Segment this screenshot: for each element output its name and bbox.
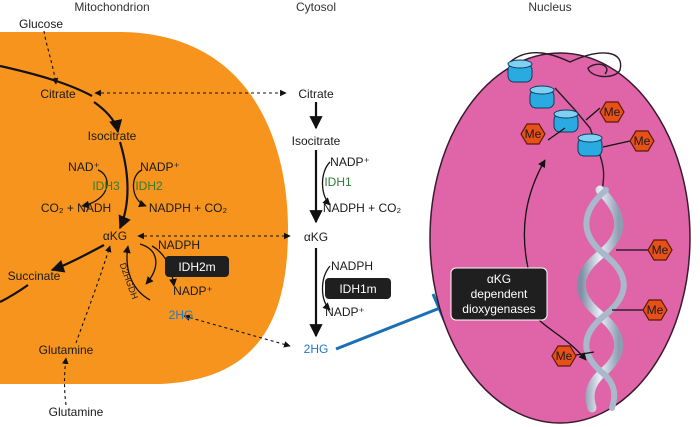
dioxygenase-line2: dependent xyxy=(471,287,528,301)
methyl-group: Me xyxy=(647,239,673,261)
mito-glutamine-label: Glutamine xyxy=(39,343,94,357)
mito-nadp2-label: NADP⁺ xyxy=(173,284,213,298)
cyto-idh1m-cofactor-arc xyxy=(321,265,331,311)
idh2m-arc xyxy=(139,243,157,285)
tca-arc-isocitrate-akg xyxy=(118,141,131,230)
nucleosome xyxy=(577,133,603,157)
dioxygenase-line3: dioxygenases xyxy=(462,302,535,316)
methyl-connector xyxy=(547,127,566,141)
mito-idh2-label: IDH2 xyxy=(135,179,163,193)
cyto-nadph-co2-label: NADPH + CO₂ xyxy=(323,201,402,215)
svg-text:Me: Me xyxy=(604,105,621,119)
header-mitochondrion: Mitochondrion xyxy=(74,0,149,14)
mito-glucose-label: Glucose xyxy=(19,17,63,31)
methyl-group: Me xyxy=(520,123,546,145)
mito-idh3-label: IDH3 xyxy=(92,179,120,193)
idh1m-enzyme-box: IDH1m xyxy=(325,278,391,299)
dna-strand-b xyxy=(583,187,627,411)
methyl-group: Me xyxy=(642,299,668,321)
header-cytosol: Cytosol xyxy=(296,0,336,14)
cyto-idh1m-label: IDH1m xyxy=(339,282,376,296)
header-nucleus: Nucleus xyxy=(528,0,571,14)
svg-text:Me: Me xyxy=(556,349,573,363)
nucleosome xyxy=(507,59,533,83)
methyl-group: Me xyxy=(551,345,577,367)
mito-nadp-label: NADP⁺ xyxy=(140,160,180,174)
tca-arc-lower xyxy=(0,284,29,303)
svg-text:Me: Me xyxy=(525,127,542,141)
mito-isocitrate-label: Isocitrate xyxy=(88,129,137,143)
cyto-citrate-label: Citrate xyxy=(298,87,334,101)
mito-2hg-label: 2HG xyxy=(169,308,194,322)
mito-co2-nadh-label: CO₂ + NADH xyxy=(41,201,111,215)
cyto-akg-label: αKG xyxy=(304,230,328,244)
cyto-idh1-cofactor-arc xyxy=(321,161,331,206)
cyto-nadp2-label: NADP⁺ xyxy=(325,305,365,319)
mito-idh2m-label: IDH2m xyxy=(178,260,215,274)
mito-nadph-label: NADPH xyxy=(158,238,200,252)
tca-arc-akg-succinate xyxy=(50,244,105,273)
methyl-group: Me xyxy=(599,101,625,123)
2hg-transport-arrow xyxy=(183,314,291,348)
methyl-group: Me xyxy=(629,130,655,152)
demethylation-arrow-histone xyxy=(523,159,546,269)
dna-strand-a xyxy=(576,185,624,413)
methyl-connector xyxy=(602,140,631,148)
idh2m-enzyme-box: IDH2m xyxy=(165,256,229,277)
mito-akg-label: αKG xyxy=(103,229,127,243)
akg-dioxygenases-box: αKG dependent dioxygenases xyxy=(450,267,548,321)
glutamine-inner-arrow xyxy=(75,245,112,344)
tca-arc-citrate-isocitrate xyxy=(93,101,123,134)
glutamine-outer-arrow xyxy=(62,357,69,406)
cyto-nadp-label: NADP⁺ xyxy=(330,155,370,169)
glucose-arrow xyxy=(43,30,59,85)
svg-text:Me: Me xyxy=(652,243,669,257)
mito-citrate-label: Citrate xyxy=(40,87,76,101)
chromatin-fiber xyxy=(509,51,622,191)
idh2-cofactor-arc xyxy=(132,169,147,208)
nucleosome xyxy=(529,85,555,109)
cyto-2hg-label: 2HG xyxy=(304,342,329,356)
outside-glutamine-label: Glutamine xyxy=(49,405,104,419)
svg-text:Me: Me xyxy=(634,134,651,148)
cyto-idh1-label: IDH1 xyxy=(324,175,352,189)
mito-nadph-co2-label: NADPH + CO₂ xyxy=(149,201,228,215)
cyto-nadph-label: NADPH xyxy=(331,259,373,273)
dioxygenase-line1: αKG xyxy=(487,272,511,286)
d2hgdh-arc xyxy=(123,245,151,301)
idh3-cofactor-arc xyxy=(81,169,108,209)
mito-succinate-label: Succinate xyxy=(8,269,61,283)
svg-text:Me: Me xyxy=(647,303,664,317)
2hg-inhibition-line xyxy=(335,306,441,351)
mitochondrion-shape xyxy=(0,32,288,384)
nucleosome xyxy=(553,109,579,133)
cyto-isocitrate-label: Isocitrate xyxy=(292,134,341,148)
nucleus-shape xyxy=(429,52,691,424)
methyl-connector xyxy=(585,107,601,121)
mito-nad-label: NAD⁺ xyxy=(68,160,100,174)
